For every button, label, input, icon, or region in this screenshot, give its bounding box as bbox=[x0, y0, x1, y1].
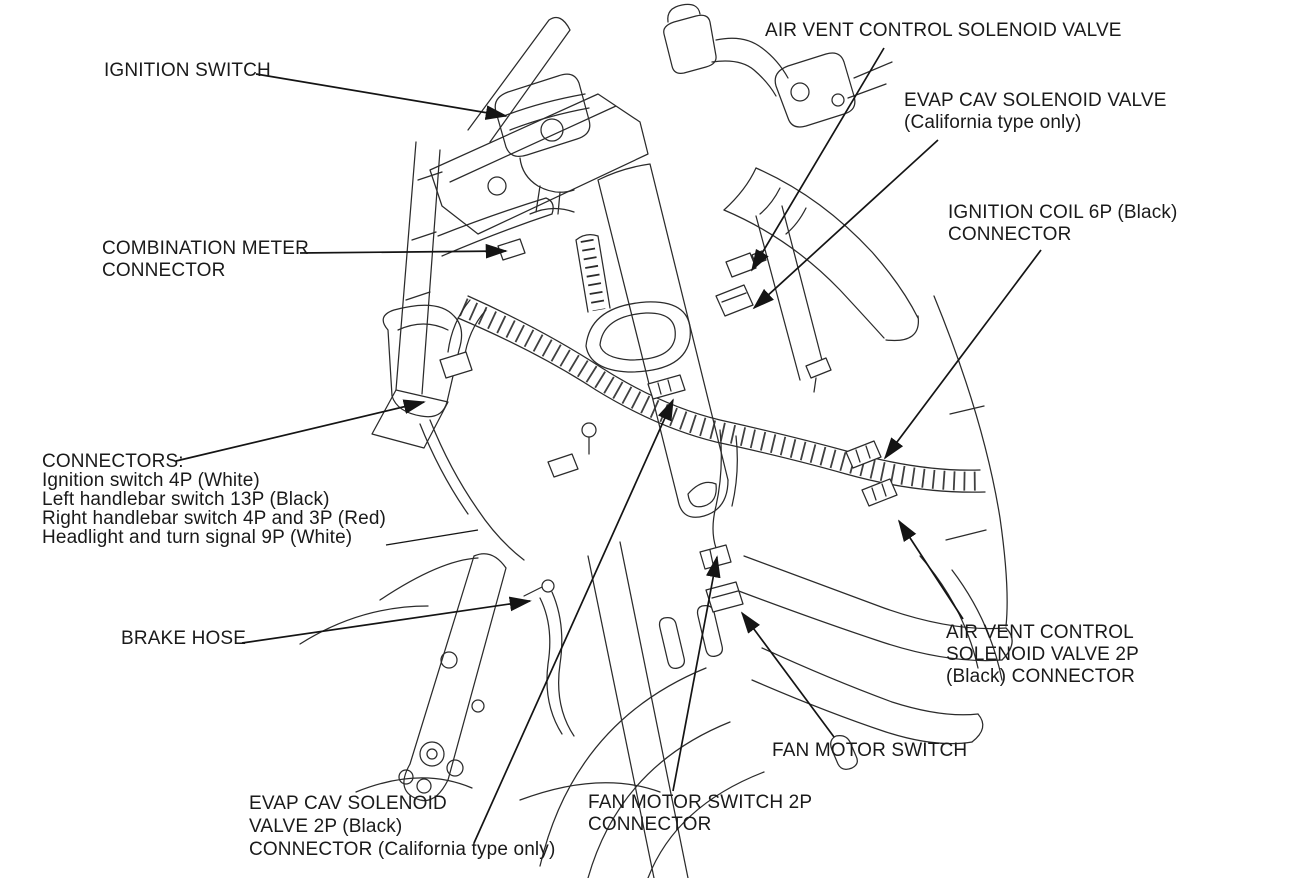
master-cylinder bbox=[774, 52, 893, 128]
radiator-hoses bbox=[735, 555, 1013, 770]
callout-text: COMBINATION METER bbox=[102, 238, 309, 259]
callout-text: BRAKE HOSE bbox=[121, 628, 247, 649]
callout-text: AIR VENT CONTROL bbox=[946, 622, 1134, 643]
callout-text: CONNECTOR (California type only) bbox=[249, 839, 556, 860]
leader-air-vent-2p bbox=[897, 519, 964, 620]
leader-ignition-coil bbox=[883, 249, 1042, 460]
callout-text: Right handlebar switch 4P and 3P (Red) bbox=[42, 508, 387, 529]
leader-fan-motor-switch bbox=[740, 611, 835, 738]
callout-evap-cav-solenoid-valve: EVAP CAV SOLENOID VALVE (California type… bbox=[904, 90, 1167, 134]
air-vent-2p-connector bbox=[861, 478, 898, 507]
callout-ignition-coil-connector: IGNITION COIL 6P (Black) CONNECTOR bbox=[948, 202, 1178, 246]
callout-text: CONNECTORS: bbox=[42, 451, 184, 472]
leader-headlight-line bbox=[385, 529, 479, 546]
fan-motor-switch-part bbox=[705, 581, 744, 613]
callout-text: (California type only) bbox=[904, 112, 1082, 133]
front-fork bbox=[299, 553, 507, 802]
steering-stem bbox=[585, 163, 729, 518]
callout-ignition-switch: IGNITION SWITCH bbox=[104, 60, 271, 82]
callout-text: SOLENOID VALVE 2P bbox=[946, 644, 1139, 665]
leader-brake-hose bbox=[241, 596, 532, 644]
callout-text: VALVE 2P (Black) bbox=[249, 816, 403, 837]
callout-text: IGNITION SWITCH bbox=[104, 60, 271, 81]
leader-ignition-switch bbox=[255, 73, 508, 120]
connectors bbox=[439, 238, 898, 613]
callout-text: CONNECTOR bbox=[588, 814, 712, 835]
callout-text: EVAP CAV SOLENOID VALVE bbox=[904, 90, 1167, 111]
callout-text: Ignition switch 4P (White) bbox=[42, 470, 260, 491]
callout-text: Left handlebar switch 13P (Black) bbox=[42, 489, 330, 510]
top-bridge bbox=[429, 93, 649, 235]
callout-text: Headlight and turn signal 9P (White) bbox=[42, 527, 353, 548]
callout-evap-cav-2p-connector: EVAP CAV SOLENOID VALVE 2P (Black) CONNE… bbox=[249, 792, 555, 861]
engine-cases bbox=[519, 295, 1008, 878]
leader-lines bbox=[175, 47, 1042, 844]
brake-hose-part bbox=[523, 579, 575, 737]
handlebar-connector bbox=[439, 351, 473, 379]
callout-air-vent-solenoid-2p-connector: AIR VENT CONTROL SOLENOID VALVE 2P (Blac… bbox=[946, 622, 1139, 688]
leader-air-vent-valve bbox=[751, 47, 885, 272]
callout-air-vent-control-solenoid-valve: AIR VENT CONTROL SOLENOID VALVE bbox=[765, 20, 1122, 42]
callout-text: EVAP CAV SOLENOID bbox=[249, 793, 447, 814]
evap-valve-body bbox=[715, 284, 754, 317]
ribbed-cylinder bbox=[575, 234, 611, 455]
callout-text: FAN MOTOR SWITCH 2P bbox=[588, 792, 813, 813]
callout-text: FAN MOTOR SWITCH bbox=[772, 740, 968, 761]
callout-text: AIR VENT CONTROL SOLENOID VALVE bbox=[765, 20, 1122, 41]
leader-evap-cav-valve bbox=[752, 139, 939, 310]
callout-brake-hose: BRAKE HOSE bbox=[121, 628, 246, 650]
left-frame bbox=[371, 141, 525, 561]
callout-fan-motor-switch-2p-connector: FAN MOTOR SWITCH 2P CONNECTOR bbox=[588, 792, 812, 836]
leader-connectors-list bbox=[175, 399, 426, 462]
ignition-switch-part bbox=[494, 73, 591, 215]
leader-fan-motor-2p bbox=[672, 555, 721, 792]
handlebar-riser bbox=[467, 3, 789, 143]
callout-text: (Black) CONNECTOR bbox=[946, 666, 1136, 687]
callout-connectors-list: CONNECTORS: Ignition switch 4P (White) L… bbox=[42, 452, 386, 547]
callout-text: CONNECTOR bbox=[102, 260, 226, 281]
callout-text: CONNECTOR bbox=[948, 224, 1072, 245]
evap-cav-2p-connector bbox=[647, 374, 686, 400]
leader-combination-meter bbox=[299, 243, 508, 259]
callout-combination-meter-connector: COMBINATION METER CONNECTOR bbox=[102, 238, 309, 282]
leader-evap-cav-2p bbox=[473, 398, 674, 844]
callout-fan-motor-switch: FAN MOTOR SWITCH bbox=[772, 740, 967, 762]
callout-text: IGNITION COIL 6P (Black) bbox=[948, 202, 1178, 223]
headlight-connector bbox=[547, 453, 579, 478]
harness-clamp bbox=[805, 357, 832, 393]
right-grip bbox=[723, 167, 919, 381]
ignition-coil-6p-connector bbox=[845, 440, 882, 469]
combination-meter-connector-part bbox=[497, 238, 526, 261]
